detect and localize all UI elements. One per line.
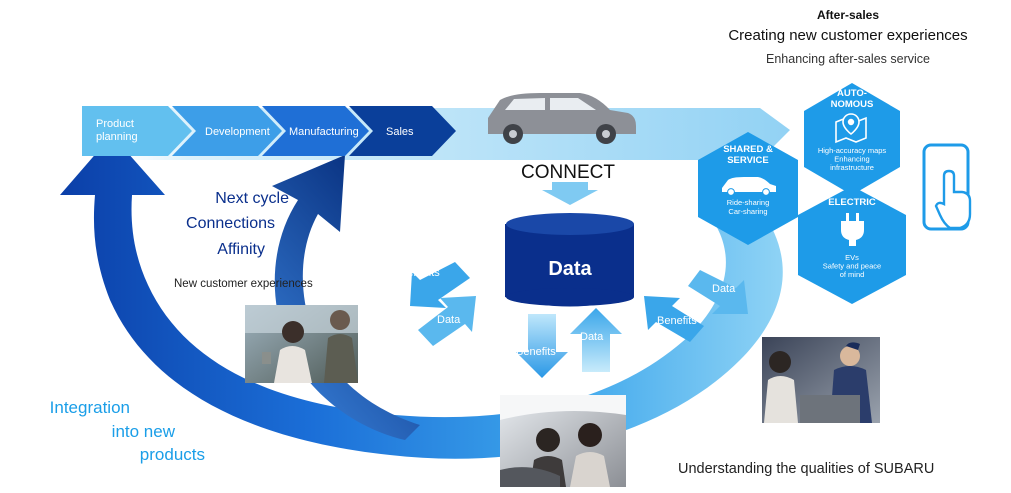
data-center-label: Data — [580, 331, 604, 343]
integration-line-3: products — [140, 445, 205, 464]
plug-icon — [841, 213, 864, 246]
next-cycle-line-2: Connections — [186, 215, 275, 232]
process-step-4-shape — [349, 106, 456, 156]
integration-line-2: into new — [112, 422, 176, 441]
connect-arrow — [542, 182, 598, 205]
benefits-left-label: Benefits — [400, 267, 440, 279]
process-bar — [82, 106, 456, 156]
hexagon-autonomous-title: AUTO-NOMOUS — [831, 88, 874, 110]
connect-label: CONNECT — [521, 162, 615, 183]
process-step-3-label: Manufacturing — [289, 126, 359, 138]
data-right-arrow — [688, 270, 748, 314]
benefits-center-label: Benefits — [516, 346, 556, 358]
aftersales-subtitle: Enhancing after-sales service — [766, 52, 930, 66]
aftersales-title: Creating new customer experiences — [728, 27, 967, 44]
next-cycle-line-3: Affinity — [217, 241, 265, 258]
outer-loop-arrow — [60, 135, 783, 459]
aftersales-heading: After-sales — [817, 8, 879, 22]
process-step-4-label: Sales — [386, 126, 414, 138]
benefits-left-arrow — [410, 262, 470, 308]
data-right-label: Data — [712, 283, 736, 295]
process-step-2-label: Development — [205, 126, 270, 138]
data-cylinder — [505, 213, 634, 307]
photo-couple-in-car — [500, 395, 626, 487]
benefits-right-label: Benefits — [657, 315, 697, 327]
integration-line-1: Integration — [50, 398, 130, 417]
car-small-icon — [722, 177, 776, 196]
benefits-right-arrow — [644, 296, 704, 342]
data-left-label: Data — [437, 314, 461, 326]
hexagon-autonomous — [804, 83, 900, 195]
process-step-3-shape — [262, 106, 369, 156]
process-step-1-shape — [82, 106, 192, 156]
benefits-down-arrow — [516, 314, 568, 378]
new-customer-experiences-label: New customer experiences — [174, 278, 313, 290]
understanding-label: Understanding the qualities of SUBARU — [678, 461, 934, 477]
data-label: Data — [548, 258, 592, 280]
photo-mechanic-service — [762, 337, 880, 423]
hexagon-electric-title: ELECTRIC — [828, 197, 876, 208]
car-icon — [488, 93, 636, 144]
data-left-arrow — [418, 296, 476, 346]
process-step-2-shape — [172, 106, 282, 156]
data-up-arrow — [570, 308, 622, 372]
next-cycle-line-1: Next cycle — [215, 190, 289, 207]
smartphone-touch-icon — [922, 143, 972, 231]
photo-couple-outdoors — [245, 305, 358, 383]
hexagon-shared-title: SHARED &SERVICE — [723, 144, 773, 166]
map-pin-icon — [835, 113, 867, 144]
